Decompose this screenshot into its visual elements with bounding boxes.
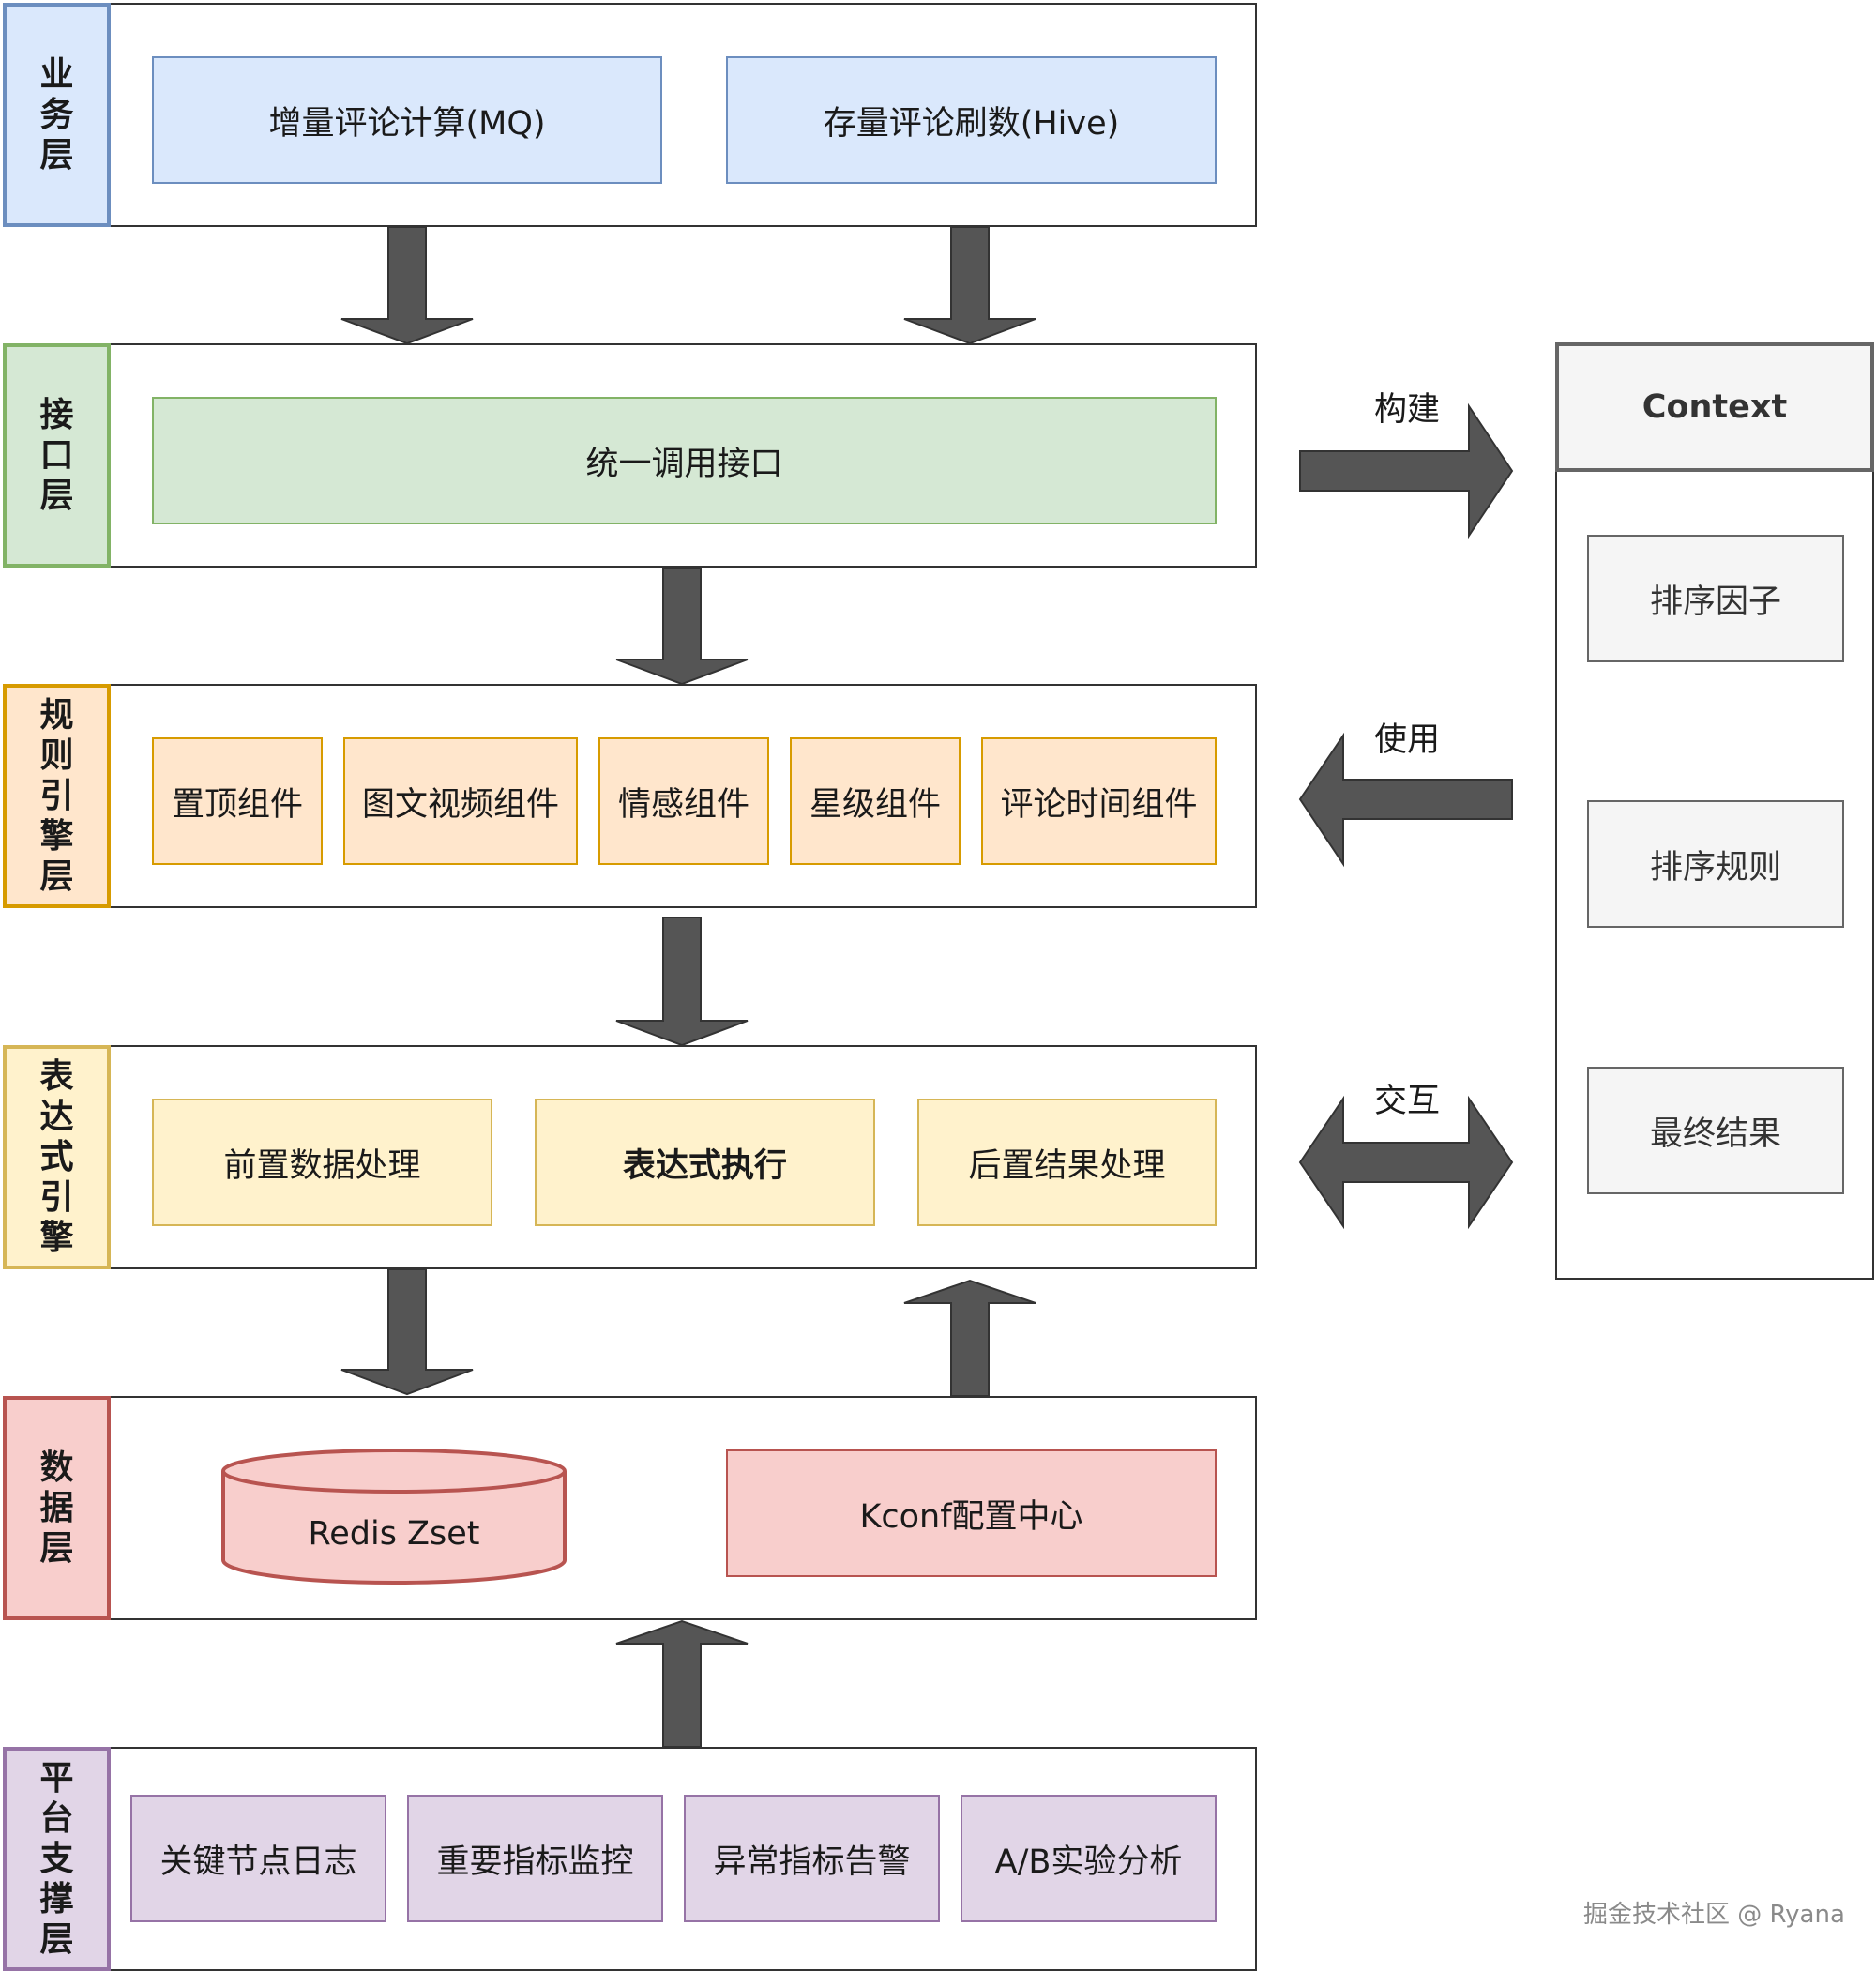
label-char: 层 (39, 136, 74, 174)
label-char: 引 (39, 777, 74, 815)
label-char: 层 (39, 1920, 74, 1959)
left-arrow (1298, 732, 1513, 868)
context-item-final-result: 最终结果 (1587, 1067, 1844, 1194)
pin-component-box: 置顶组件 (152, 737, 323, 865)
label-char: 表 (39, 1057, 74, 1096)
down-arrow (903, 226, 1036, 345)
expression-layer-label: 表 达 式 引 擎 (3, 1045, 111, 1269)
unified-interface-box: 统一调用接口 (152, 397, 1217, 524)
post-processing-box: 后置结果处理 (917, 1099, 1217, 1226)
down-arrow (340, 226, 474, 345)
build-label: 构建 (1373, 391, 1440, 429)
redis-zset-label: Redis Zset (308, 1515, 480, 1553)
label-char: 撑 (39, 1880, 74, 1919)
label-char: 引 (39, 1178, 74, 1217)
watermark: 掘金技术社区 @ Ryana (1583, 1901, 1845, 1929)
context-item-sort-factor: 排序因子 (1587, 535, 1844, 662)
node-log-box: 关键节点日志 (130, 1795, 386, 1922)
expression-execute-box: 表达式执行 (535, 1099, 875, 1226)
up-arrow (615, 1619, 749, 1748)
label-char: 务 (39, 96, 74, 134)
time-component-box: 评论时间组件 (981, 737, 1217, 865)
context-title: Context (1555, 342, 1874, 472)
kconf-center-box: Kconf配置中心 (726, 1449, 1217, 1577)
label-char: 层 (39, 1529, 74, 1568)
label-char: 业 (39, 55, 74, 94)
up-arrow (903, 1279, 1036, 1397)
interface-layer-label: 接 口 层 (3, 343, 111, 568)
alert-box: 异常指标告警 (684, 1795, 940, 1922)
sentiment-component-box: 情感组件 (598, 737, 769, 865)
metric-monitor-box: 重要指标监控 (407, 1795, 663, 1922)
label-char: 据 (39, 1489, 74, 1527)
label-char: 式 (39, 1138, 74, 1176)
data-layer-label: 数 据 层 (3, 1396, 111, 1620)
label-char: 擎 (39, 817, 74, 856)
star-component-box: 星级组件 (790, 737, 961, 865)
ab-test-box: A/B实验分析 (961, 1795, 1217, 1922)
label-char: 口 (39, 436, 74, 475)
rules-layer-label: 规 则 引 擎 层 (3, 684, 111, 908)
redis-cylinder (221, 1449, 567, 1585)
context-item-sort-rule: 排序规则 (1587, 800, 1844, 928)
label-char: 达 (39, 1098, 74, 1136)
down-arrow (340, 1268, 474, 1396)
label-char: 数 (39, 1449, 74, 1487)
label-char: 则 (39, 736, 74, 775)
label-char: 层 (39, 477, 74, 515)
label-char: 规 (39, 696, 74, 735)
label-char: 层 (39, 857, 74, 896)
stock-comment-box: 存量评论刷数(Hive) (726, 56, 1217, 184)
label-char: 支 (39, 1840, 74, 1878)
media-component-box: 图文视频组件 (343, 737, 578, 865)
business-layer-label: 业 务 层 (3, 3, 111, 227)
down-arrow (615, 567, 749, 686)
double-arrow (1298, 1095, 1514, 1230)
label-char: 接 (39, 396, 74, 434)
right-arrow (1299, 402, 1514, 539)
incremental-comment-box: 增量评论计算(MQ) (152, 56, 662, 184)
pre-processing-box: 前置数据处理 (152, 1099, 492, 1226)
interact-label: 交互 (1373, 1083, 1440, 1120)
use-label: 使用 (1373, 721, 1440, 759)
label-char: 擎 (39, 1219, 74, 1257)
label-char: 台 (39, 1799, 74, 1838)
down-arrow (615, 917, 749, 1047)
label-char: 平 (39, 1759, 74, 1798)
platform-layer-label: 平 台 支 撑 层 (3, 1747, 111, 1971)
